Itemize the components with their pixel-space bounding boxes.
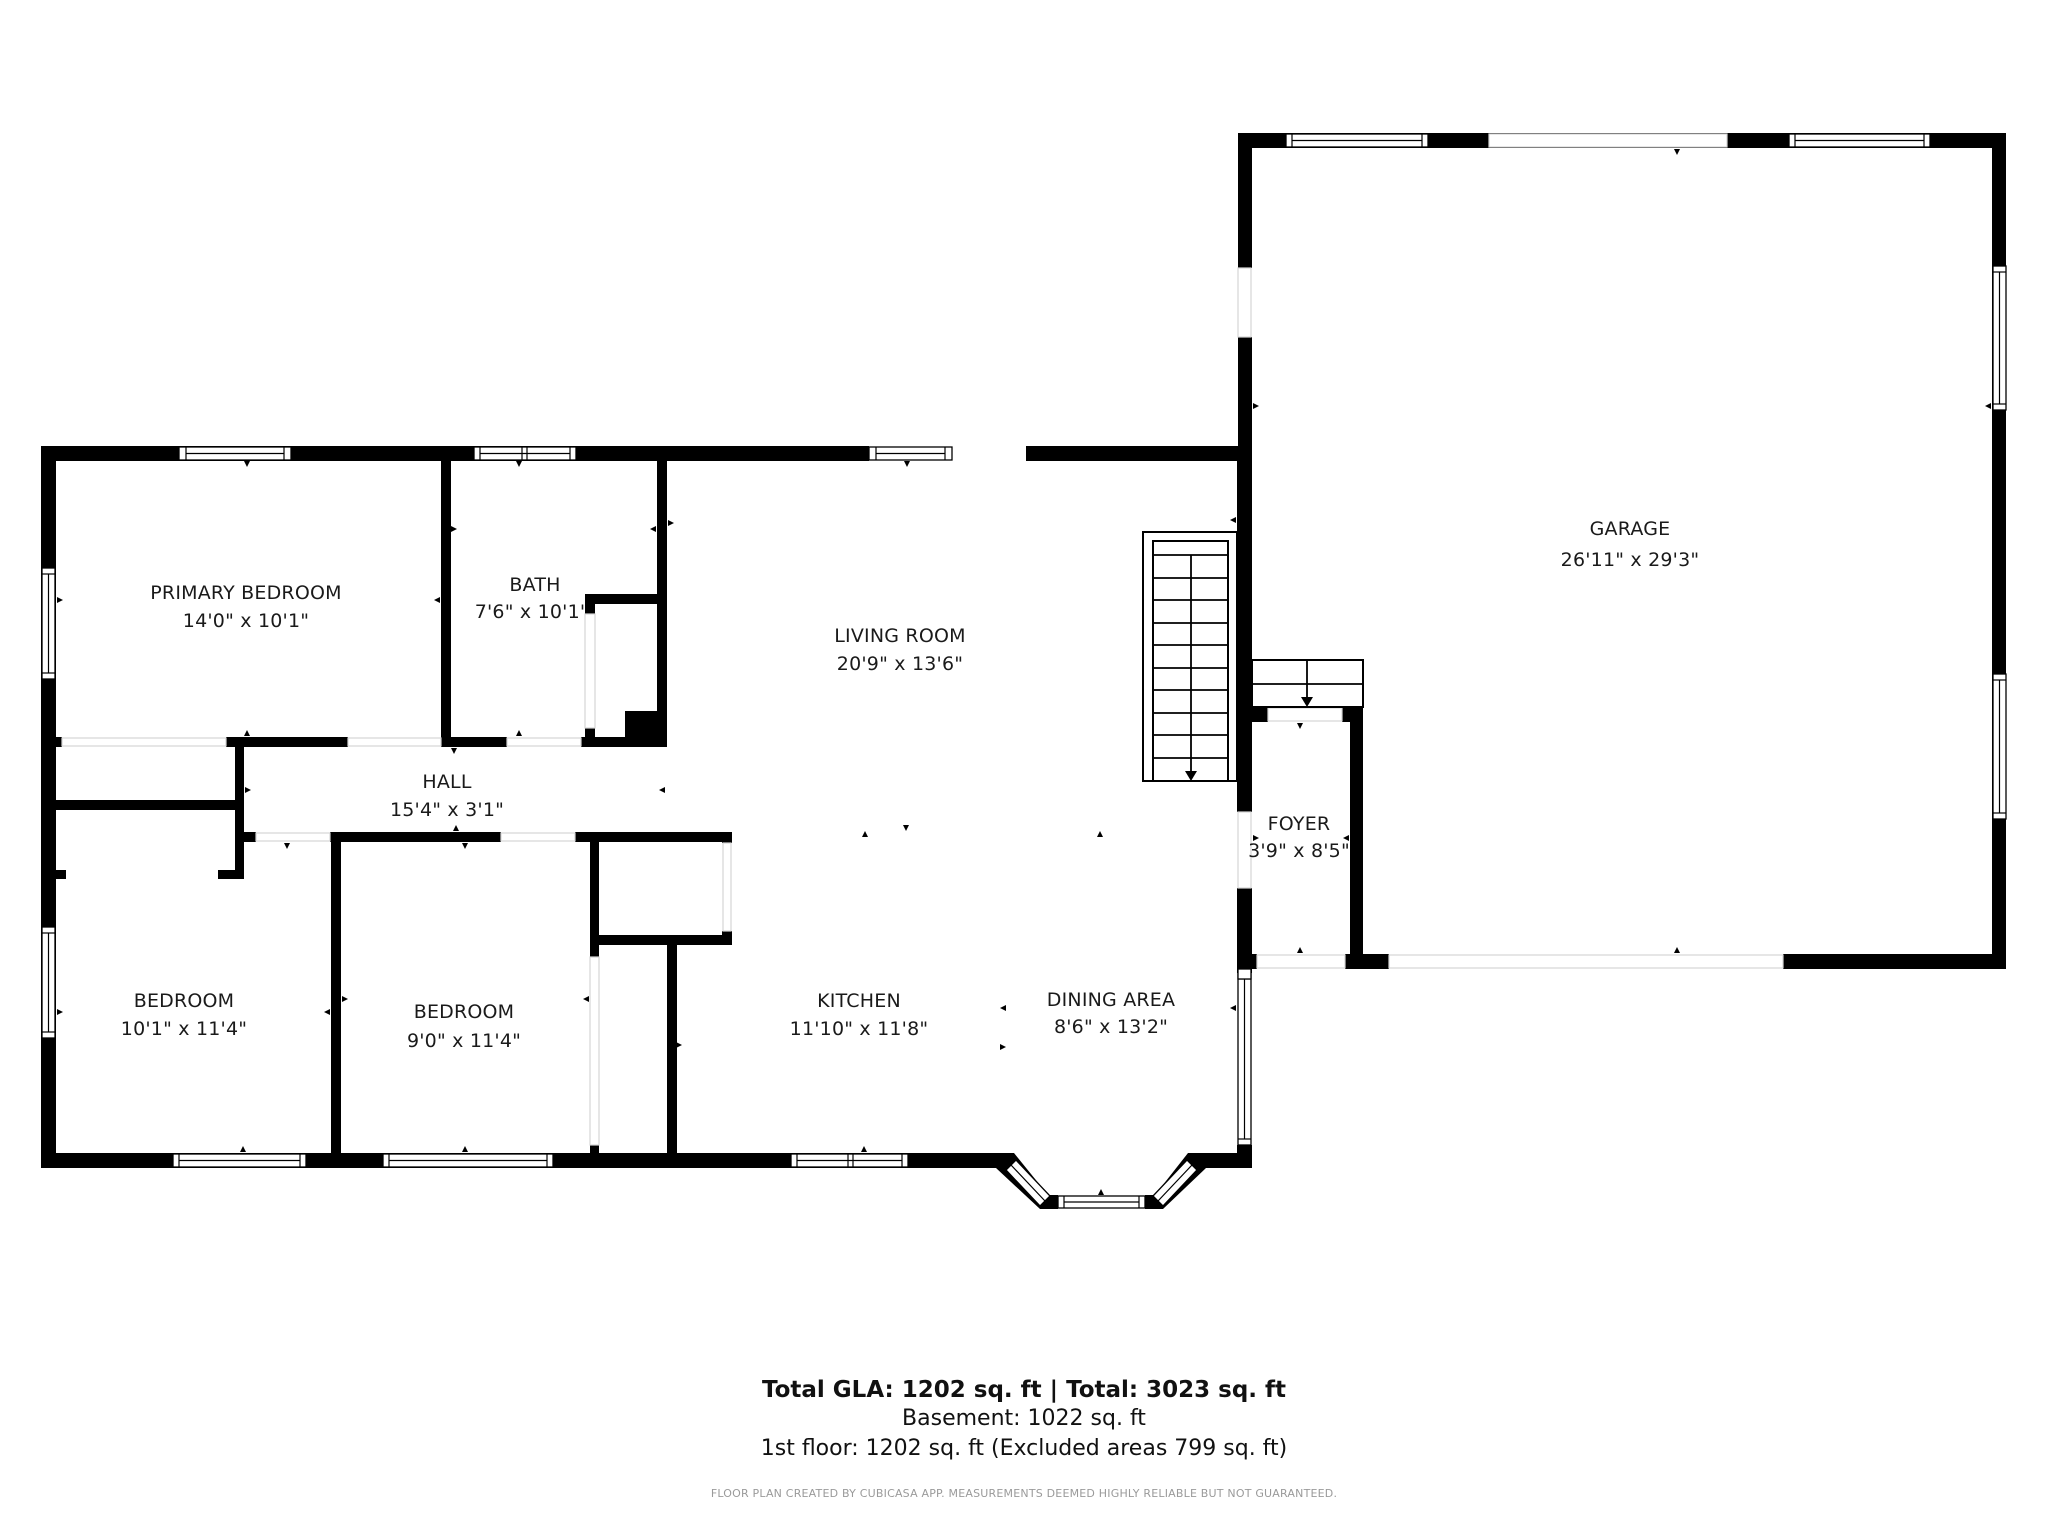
window-primary-bedroom-left [41, 567, 56, 680]
staircase [1142, 531, 1238, 782]
room-dimensions: 15'4" x 3'1" [390, 799, 504, 821]
foyer-steps [1251, 659, 1364, 708]
room-name: GARAGE [1590, 518, 1671, 540]
window-garage-top-left [1285, 133, 1429, 148]
room-name: BEDROOM [414, 1001, 515, 1023]
window-garage-right-lower [1992, 673, 2007, 820]
room-dimensions: 10'1" x 11'4" [121, 1018, 247, 1040]
window-living-top [868, 446, 953, 461]
room-bedroom-2: BEDROOM 9'0" x 11'4" [407, 1001, 521, 1052]
room-name: FOYER [1268, 813, 1331, 835]
window-bedroom1-left [41, 926, 56, 1039]
room-dimensions: 20'9" x 13'6" [837, 653, 963, 675]
room-name: PRIMARY BEDROOM [150, 582, 341, 604]
room-name: LIVING ROOM [834, 625, 965, 647]
window-dining-right [1237, 972, 1252, 1146]
room-name: DINING AREA [1047, 989, 1175, 1011]
room-dimensions: 26'11" x 29'3" [1561, 549, 1700, 571]
window-bath-top [473, 446, 577, 461]
window-kitchen-bottom [790, 1153, 909, 1168]
room-name: BATH [509, 574, 560, 596]
house-walls [41, 446, 1252, 1209]
window-foyer-left [1237, 968, 1252, 980]
basement-area: Basement: 1022 sq. ft [902, 1406, 1146, 1431]
room-kitchen: KITCHEN 11'10" x 11'8" [790, 990, 929, 1040]
room-dimensions: 3'9" x 8'5" [1248, 840, 1350, 862]
window-bay-center [1057, 1195, 1146, 1209]
room-bath: BATH 7'6" x 10'1' [475, 574, 586, 623]
room-name: BEDROOM [134, 990, 235, 1012]
room-living-room: LIVING ROOM 20'9" x 13'6" [834, 625, 965, 675]
disclaimer-footer: FLOOR PLAN CREATED BY CUBICASA APP. MEAS… [710, 1487, 1338, 1500]
window-garage-top-right [1788, 133, 1931, 148]
window-bedroom1-bottom [172, 1153, 307, 1168]
windows [41, 133, 2007, 1209]
room-dimensions: 8'6" x 13'2" [1054, 1016, 1168, 1038]
room-dimensions: 14'0" x 10'1" [183, 610, 309, 632]
window-bay-right [1152, 1159, 1198, 1207]
room-name: HALL [422, 771, 471, 793]
room-primary-bedroom: PRIMARY BEDROOM 14'0" x 10'1" [150, 582, 341, 632]
room-dimensions: 9'0" x 11'4" [407, 1030, 521, 1052]
door-openings [61, 133, 1784, 1146]
measurement-markers [57, 149, 1991, 1195]
steps-down-arrow-icon [1301, 697, 1313, 707]
room-hall: HALL 15'4" x 3'1" [390, 771, 504, 821]
room-dining-area: DINING AREA 8'6" x 13'2" [1047, 989, 1175, 1038]
room-garage: GARAGE 26'11" x 29'3" [1561, 518, 1700, 571]
window-bedroom2-bottom [382, 1153, 554, 1168]
room-name: KITCHEN [817, 990, 901, 1012]
stair-down-arrow-icon [1185, 771, 1197, 781]
window-bay-left [1005, 1159, 1051, 1207]
room-dimensions: 11'10" x 11'8" [790, 1018, 929, 1040]
room-dimensions: 7'6" x 10'1' [475, 601, 586, 623]
room-labels: PRIMARY BEDROOM 14'0" x 10'1" BATH 7'6" … [121, 518, 1700, 1052]
total-area-summary: Total GLA: 1202 sq. ft | Total: 3023 sq.… [761, 1377, 1287, 1403]
window-garage-right-upper [1992, 265, 2007, 411]
room-foyer: FOYER 3'9" x 8'5" [1248, 813, 1350, 862]
first-floor-area: 1st floor: 1202 sq. ft (Excluded areas 7… [760, 1436, 1288, 1461]
room-bedroom-1: BEDROOM 10'1" x 11'4" [121, 990, 247, 1040]
window-primary-bedroom-top [178, 446, 292, 461]
